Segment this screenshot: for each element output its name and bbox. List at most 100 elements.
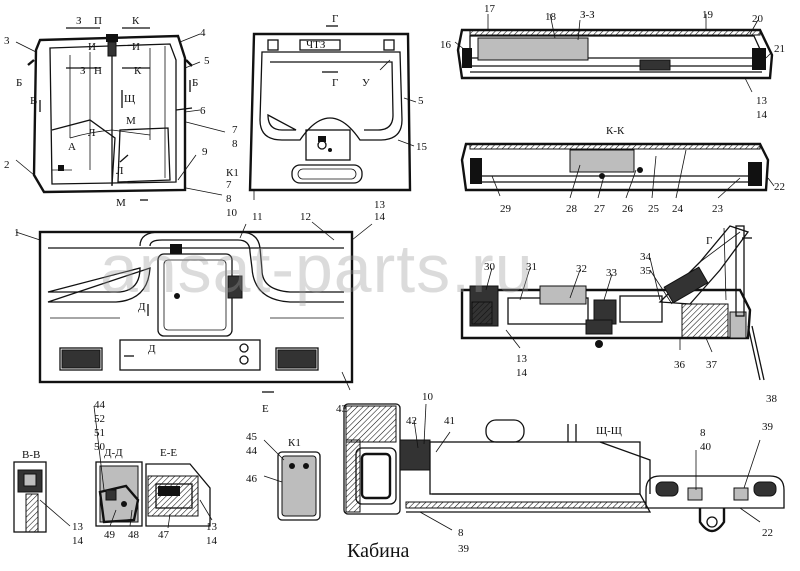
- section-mark-sK1: К: [132, 15, 140, 27]
- callout-n52: 52: [94, 413, 105, 425]
- callout-n32: 32: [576, 263, 587, 275]
- callout-n36: 36: [674, 359, 686, 371]
- section-mark-sM2: М: [116, 197, 126, 209]
- section-mark-sG2: Г: [332, 77, 338, 89]
- callout-n14a: 14: [374, 211, 386, 223]
- cabin-rear-view: [248, 25, 417, 200]
- callout-n15: 15: [416, 141, 428, 153]
- callout-n30: 30: [484, 261, 496, 273]
- cabin-front-view: [15, 221, 373, 393]
- section-title-tVV: В-В: [22, 449, 40, 461]
- callout-n42: 42: [406, 415, 417, 427]
- section-mark-sK2: К: [134, 65, 142, 77]
- section-mark-sZ2: З: [80, 65, 86, 77]
- callout-n3: 3: [4, 35, 10, 47]
- section-title-tZZ: З-З: [580, 9, 595, 21]
- callout-n39b: 39: [762, 421, 774, 433]
- callout-n16: 16: [440, 39, 452, 51]
- section-title-tShSh: Щ-Щ: [596, 425, 622, 437]
- drawing-caption: Кабина: [347, 540, 410, 562]
- section-ee-view: [145, 463, 213, 529]
- callout-n24: 24: [672, 203, 684, 215]
- duct-section-view: [343, 403, 652, 531]
- callout-n27: 27: [594, 203, 606, 215]
- callout-n35: 35: [640, 265, 652, 277]
- section-mark-sD1: Д: [148, 343, 156, 355]
- callout-n38: 38: [766, 393, 778, 405]
- callout-n14d: 14: [72, 535, 84, 547]
- callout-n18: 18: [545, 11, 557, 23]
- section-mark-sM1: М: [126, 115, 136, 127]
- callout-n6: 6: [200, 105, 206, 117]
- callout-n19: 19: [702, 9, 714, 21]
- manufacturer-badge: ЧТЗ: [306, 39, 326, 51]
- section-mark-sL1: Л: [88, 127, 96, 139]
- section-zz-view: [454, 13, 774, 93]
- section-mark-sD2: Д: [138, 301, 146, 313]
- section-title-tEE: Е-Е: [160, 447, 177, 459]
- section-mark-sU: У: [362, 77, 370, 89]
- callout-n13b: 13: [756, 95, 768, 107]
- callout-n12: 12: [300, 211, 311, 223]
- section-mark-sI1: И: [88, 41, 96, 53]
- callout-n39a: 39: [458, 543, 470, 555]
- callout-n7b: 7: [226, 179, 232, 191]
- callout-n5a: 5: [204, 55, 210, 67]
- section-mark-sZ1: З: [76, 15, 82, 27]
- section-title-tKK: К-К: [606, 125, 625, 137]
- section-mark-sG3: Г: [706, 235, 712, 247]
- watermark: ansat-parts.ru: [100, 231, 534, 307]
- callout-n48: 48: [128, 529, 140, 541]
- section-mark-sP: П: [94, 15, 102, 27]
- callout-n34: 34: [640, 251, 652, 263]
- section-mark-sL2: Л: [116, 165, 124, 177]
- callout-n21: 21: [774, 43, 785, 55]
- callout-n5b: 5: [418, 95, 424, 107]
- callout-n46: 46: [246, 473, 258, 485]
- callout-n31: 31: [526, 261, 537, 273]
- bracket-section-view: [645, 439, 785, 533]
- callout-n41: 41: [444, 415, 455, 427]
- callout-n14b: 14: [756, 109, 768, 121]
- section-kk-view: [460, 142, 775, 199]
- callout-n8b: 8: [226, 193, 232, 205]
- section-mark-sG1: Г: [332, 13, 338, 25]
- callout-n40: 40: [700, 441, 712, 453]
- section-title-tDD: Д-Д: [104, 447, 123, 459]
- callout-n44b: 44: [246, 445, 258, 457]
- callout-n45: 45: [246, 431, 258, 443]
- callout-n51: 51: [94, 427, 105, 439]
- callout-n8c: 8: [458, 527, 464, 539]
- section-title-tK1: К1: [288, 437, 301, 449]
- callout-n22a: 22: [774, 181, 785, 193]
- section-dd-view: [93, 405, 143, 527]
- cabin-side-view: [15, 27, 226, 201]
- callout-n26: 26: [622, 203, 634, 215]
- callout-n22b: 22: [762, 527, 773, 539]
- section-mark-sB1: Б: [16, 77, 22, 89]
- callout-n13e: 13: [206, 521, 218, 533]
- callout-n10b: 10: [422, 391, 434, 403]
- section-mark-sV: В: [30, 95, 37, 107]
- callout-n43: 43: [336, 403, 348, 415]
- callout-n13a: 13: [374, 199, 386, 211]
- section-vv-view: [13, 461, 71, 533]
- callout-n17: 17: [484, 3, 496, 15]
- callout-n49: 49: [104, 529, 116, 541]
- callout-n11: 11: [252, 211, 263, 223]
- callout-n14c: 14: [516, 367, 528, 379]
- callout-n47: 47: [158, 529, 170, 541]
- section-mark-sN: Н: [94, 65, 102, 77]
- callout-n13d: 13: [72, 521, 84, 533]
- section-mark-sSh: Щ: [124, 93, 135, 105]
- callout-n1: 1: [14, 227, 20, 239]
- callout-n9: 9: [202, 146, 208, 158]
- section-mark-sB2: Б: [192, 77, 198, 89]
- callout-n37: 37: [706, 359, 718, 371]
- callout-n23: 23: [712, 203, 724, 215]
- section-mark-sA: А: [68, 141, 76, 153]
- callout-n8a: 8: [232, 138, 238, 150]
